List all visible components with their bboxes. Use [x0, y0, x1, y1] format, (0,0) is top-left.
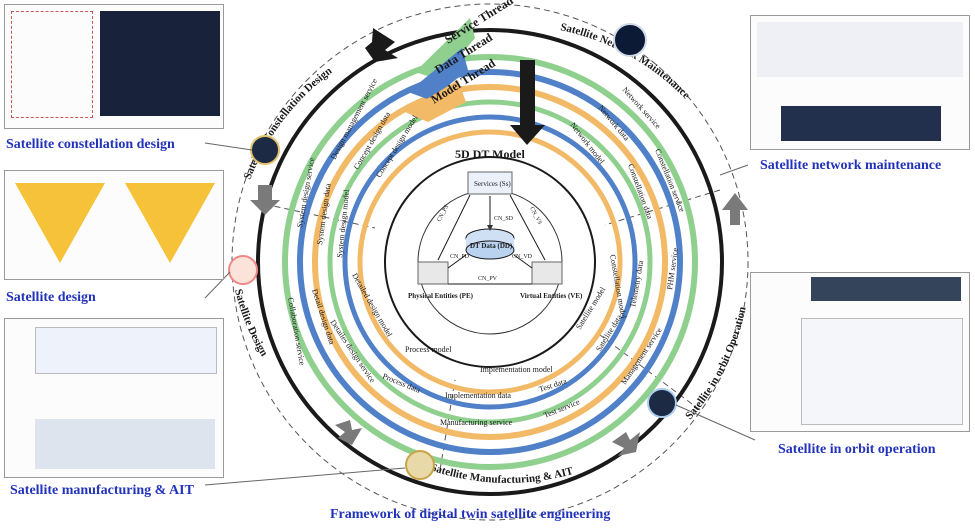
figure-caption: Framework of digital twin satellite engi…	[330, 507, 611, 522]
physical-entity-icon	[417, 261, 449, 285]
manufacturing-panel	[4, 318, 224, 478]
partition-line	[254, 201, 376, 229]
cn-pd-connector	[447, 254, 467, 269]
virtual-entity-icon	[531, 261, 563, 285]
physical-entities-label: Physical Entities (PE)	[408, 292, 474, 300]
shop-floor-visual	[35, 419, 215, 469]
monitoring-visual	[811, 277, 961, 301]
virtual-entities-label: Virtual Entities (VE)	[520, 292, 583, 300]
stage-label-in-orbit-operation: Satellite in orbit Operation	[683, 306, 748, 422]
service-thread-ribbon	[415, 18, 475, 80]
network-visual-grid	[757, 22, 963, 77]
manufacturing-icon	[405, 450, 435, 480]
services-label: Services (Ss)	[474, 180, 511, 188]
network-maintenance-label: Satellite network maintenance	[760, 158, 942, 173]
partition-line	[599, 334, 701, 411]
model-thread-ring	[312, 84, 668, 440]
core-ring	[384, 156, 596, 368]
ring-text: Implementation data	[445, 391, 511, 400]
ring-text: Implementation model	[480, 365, 553, 374]
partition-line	[439, 379, 456, 471]
cn-ps-connector	[437, 194, 471, 261]
flow-arrow	[250, 185, 280, 215]
v-model-left	[15, 183, 105, 263]
cn-sd-label: CN_SD	[494, 216, 514, 222]
panel-connector	[719, 164, 749, 176]
constellation-icon	[250, 135, 280, 165]
ring-text: Process model	[405, 345, 452, 354]
constellation-design-panel	[4, 4, 224, 129]
model-thread-ring-inner	[357, 129, 623, 395]
service-grid	[35, 327, 217, 374]
flow-arrow	[335, 420, 362, 445]
in-orbit-icon	[647, 388, 677, 418]
flow-arrow	[612, 432, 640, 456]
data-thread-ring	[297, 69, 683, 455]
manufacturing-label: Satellite manufacturing & AIT	[10, 483, 194, 498]
in-orbit-label: Satellite in orbit operation	[778, 442, 936, 457]
flow-arrow	[365, 28, 398, 62]
core-title: 5D DT Model	[455, 147, 525, 161]
panel-connector	[204, 271, 231, 299]
services-icon	[467, 171, 513, 195]
network-maintenance-panel	[750, 15, 970, 150]
network-visual	[100, 11, 220, 116]
cn-pd-label: CN_PD	[450, 254, 470, 260]
cn-pv-label: CN_PV	[478, 276, 498, 282]
satellite-design-panel	[4, 170, 224, 280]
flow-arrow	[722, 193, 748, 225]
service-thread-ring-inner	[327, 99, 653, 425]
satellite-design-icon	[228, 255, 258, 285]
process-chart	[11, 11, 93, 118]
stage-label-constellation-design: Satellite Constellation Design	[242, 65, 335, 181]
data-thread-ring-inner	[342, 114, 638, 410]
dt-data-label: DT Data (DD)	[470, 242, 513, 250]
satellite-design-label: Satellite design	[6, 290, 96, 305]
ring-text: Manufacturing service	[440, 418, 513, 427]
platform-visual	[781, 106, 941, 141]
network-icon	[613, 23, 647, 57]
partition-line	[604, 189, 721, 226]
stage-ring	[256, 28, 724, 496]
cn-vs-connector	[509, 194, 546, 261]
panel-connector	[204, 142, 253, 151]
panel-connector	[204, 467, 406, 486]
data-thread-ribbon	[408, 48, 468, 100]
constellation-design-label: Satellite constellation design	[6, 137, 175, 152]
cn-vd-label: CN_VD	[512, 254, 533, 260]
flow-arrow-core	[510, 60, 545, 145]
panel-connector	[675, 404, 756, 441]
in-orbit-panel	[750, 272, 970, 432]
cn-vd-connector	[513, 254, 533, 269]
dt-data-base	[465, 240, 515, 260]
system-model-grid	[801, 318, 963, 425]
service-thread-ring	[282, 54, 698, 470]
model-thread-ribbon	[405, 80, 466, 122]
v-model-right	[125, 183, 215, 263]
